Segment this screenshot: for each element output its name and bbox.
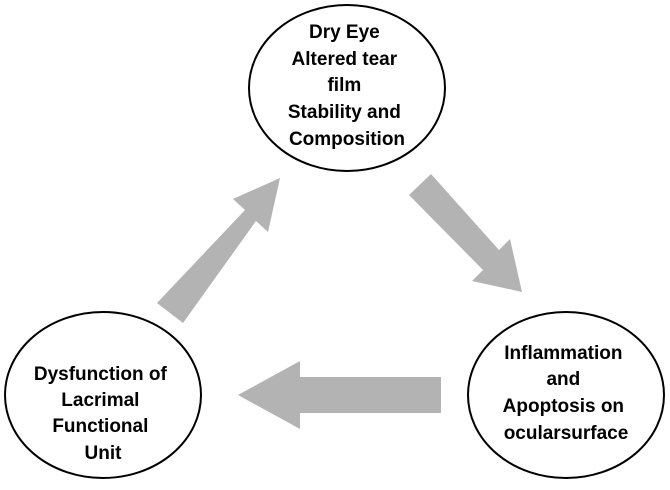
node-dry-eye-line: Altered tear bbox=[292, 49, 398, 70]
node-lacrimal-line: Unit bbox=[85, 443, 123, 464]
node-dry-eye-line: Dry Eye bbox=[309, 22, 380, 43]
node-dry-eye-circle bbox=[248, 4, 446, 172]
node-inflammation-line: Apoptosis on bbox=[503, 396, 624, 417]
node-inflammation-circle bbox=[467, 311, 665, 479]
node-lacrimal-circle bbox=[4, 311, 202, 479]
node-inflammation-line: Inflammation bbox=[504, 343, 622, 364]
node-dry-eye-line: film bbox=[327, 75, 361, 96]
node-lacrimal-line: Lacrimal bbox=[61, 390, 139, 411]
node-dry-eye-line: Composition bbox=[289, 129, 405, 150]
node-dry-eye-text: Dry Eye Altered tear film Stability and … bbox=[288, 22, 406, 150]
node-lacrimal-line: Functional bbox=[52, 416, 148, 437]
arrow-right-to-left bbox=[238, 361, 441, 429]
node-inflammation-line: and bbox=[546, 369, 580, 390]
node-dry-eye-line: Stability and bbox=[288, 102, 401, 123]
node-lacrimal-text: Dysfunction of Lacrimal Functional Unit bbox=[34, 364, 172, 464]
arrow-top-to-right bbox=[409, 174, 522, 292]
arrow-left-to-top bbox=[157, 178, 280, 323]
node-inflammation-line: ocularsurface bbox=[504, 423, 629, 444]
node-inflammation-text: Inflammation and Apoptosis on ocularsurf… bbox=[503, 343, 630, 444]
node-lacrimal-line: Dysfunction of bbox=[34, 364, 168, 385]
